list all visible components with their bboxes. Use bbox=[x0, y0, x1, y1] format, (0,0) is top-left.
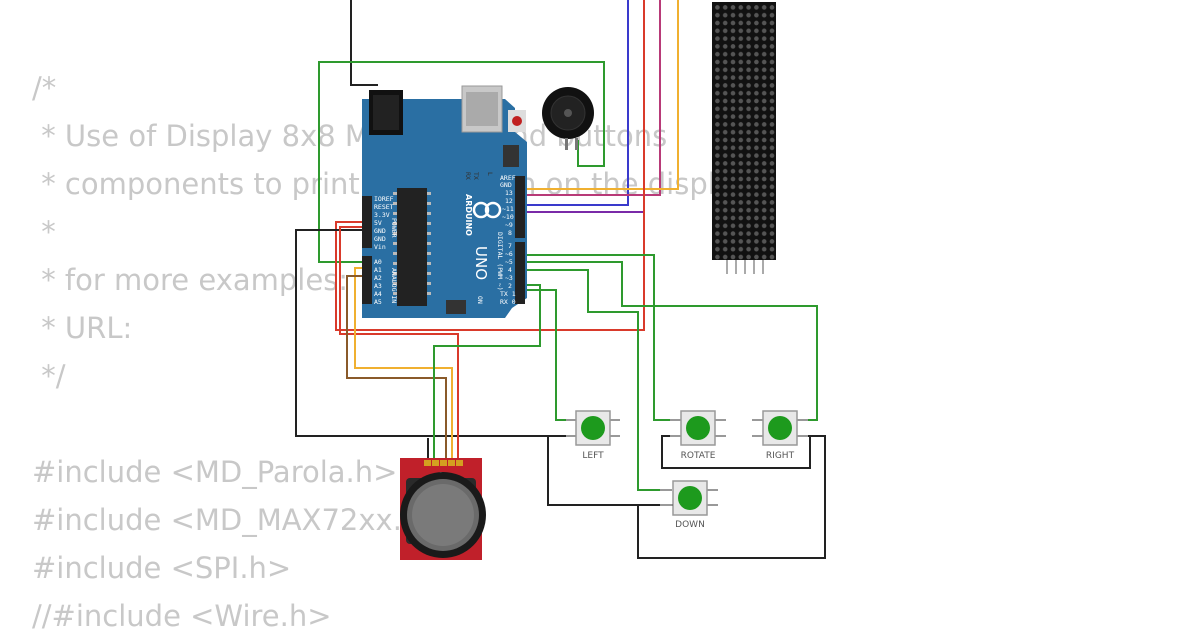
pin-label: GND bbox=[500, 181, 512, 189]
button-right[interactable]: RIGHT bbox=[752, 410, 808, 461]
wire-matrix-magenta[interactable] bbox=[519, 0, 661, 196]
wire-btn-gnd-1[interactable] bbox=[547, 435, 672, 506]
wire-btn-rotate[interactable] bbox=[519, 254, 682, 421]
pin-label: 2 bbox=[508, 282, 512, 290]
wire-matrix-blue[interactable] bbox=[519, 0, 629, 206]
pin-label: AREF bbox=[500, 174, 516, 182]
digital-header-bottom[interactable] bbox=[515, 242, 525, 304]
power-label: POWER bbox=[390, 218, 398, 238]
pin-label: ~5 bbox=[505, 258, 513, 266]
analog-pin-labels: A0 A1 A2 A3 A4 A5 bbox=[374, 258, 382, 306]
pin-label: TX 1 bbox=[500, 290, 516, 298]
pin-label: 7 bbox=[508, 242, 512, 250]
wire-5v-red[interactable] bbox=[335, 0, 645, 331]
pin-label: A3 bbox=[374, 282, 382, 290]
wire-gnd-black[interactable] bbox=[295, 229, 578, 437]
l-led-label: L bbox=[486, 172, 494, 176]
button-rotate[interactable]: ROTATE bbox=[670, 410, 726, 461]
button-down-label: DOWN bbox=[675, 520, 705, 530]
power-pin-labels: IOREF RESET 3.3V 5V GND GND Vin bbox=[374, 195, 394, 251]
button-rotate-label: ROTATE bbox=[681, 451, 716, 461]
wire-joy-orange[interactable] bbox=[354, 267, 453, 460]
tx-led-label: TX bbox=[472, 172, 480, 180]
wire-matrix-orange[interactable] bbox=[519, 0, 679, 190]
digital-label: DIGITAL (PWM ~) bbox=[496, 232, 504, 291]
buzzer-icon[interactable] bbox=[542, 87, 594, 150]
button-left[interactable]: LEFT bbox=[566, 410, 620, 461]
pin-label: 3.3V bbox=[374, 211, 390, 219]
wire-btn-gnd-3[interactable] bbox=[637, 435, 826, 559]
pin-label: ~9 bbox=[505, 221, 513, 229]
pin-label: GND bbox=[374, 235, 386, 243]
pin-label: 12 bbox=[505, 197, 513, 205]
pin-label: 4 bbox=[508, 266, 512, 274]
wire-joy-green[interactable] bbox=[433, 284, 541, 460]
wire-gnd-top[interactable] bbox=[350, 0, 378, 86]
pin-label: RESET bbox=[374, 203, 394, 211]
pin-label: 8 bbox=[508, 229, 512, 237]
button-left-label: LEFT bbox=[582, 451, 604, 461]
wire-buzzer-green[interactable] bbox=[318, 61, 605, 263]
arduino-uno[interactable]: IOREF RESET 3.3V 5V GND GND Vin A0 A1 A2… bbox=[362, 85, 527, 318]
rx-led-label: RX bbox=[464, 172, 472, 180]
pin-label: Vin bbox=[374, 243, 386, 251]
wire-joy-brown[interactable] bbox=[346, 275, 447, 460]
pin-label: ~3 bbox=[505, 274, 513, 282]
analog-header[interactable] bbox=[362, 256, 372, 304]
arduino-brand-text: ARDUINO bbox=[464, 194, 473, 236]
atmega-chip bbox=[397, 188, 427, 306]
power-header[interactable] bbox=[362, 196, 372, 248]
wire-btn-down[interactable] bbox=[519, 269, 672, 491]
wires bbox=[295, 0, 826, 559]
analog-in-label: ANALOG IN bbox=[390, 268, 398, 303]
pin-label: A4 bbox=[374, 290, 382, 298]
on-led-label: ON bbox=[476, 296, 484, 304]
pin-label: A1 bbox=[374, 266, 382, 274]
pin-label: 13 bbox=[505, 189, 513, 197]
digital-header-top[interactable] bbox=[515, 176, 525, 238]
wire-joy-red[interactable] bbox=[339, 226, 459, 460]
pin-label: RX 0 bbox=[500, 298, 516, 306]
arduino-model-text: UNO bbox=[472, 246, 490, 280]
pin-label: A2 bbox=[374, 274, 382, 282]
pin-label: IOREF bbox=[374, 195, 394, 203]
led-matrix-icon[interactable] bbox=[712, 2, 776, 274]
pin-label: ~11 bbox=[502, 205, 514, 213]
wire-btn-left[interactable] bbox=[519, 289, 578, 421]
button-right-label: RIGHT bbox=[766, 451, 795, 461]
joystick-icon[interactable] bbox=[400, 458, 486, 560]
pin-label: 5V bbox=[374, 219, 382, 227]
arduino-logo-icon bbox=[472, 201, 502, 219]
button-down[interactable]: DOWN bbox=[660, 480, 718, 530]
pin-label: A5 bbox=[374, 298, 382, 306]
pin-label: A0 bbox=[374, 258, 382, 266]
digital-top-pin-labels: AREF GND 13 12 ~11 ~10 ~9 8 bbox=[500, 174, 516, 237]
pin-label: ~6 bbox=[505, 250, 513, 258]
pin-label: GND bbox=[374, 227, 386, 235]
digital-bottom-pin-labels: 7 ~6 ~5 4 ~3 2 TX 1 RX 0 bbox=[500, 242, 516, 306]
wire-btn-right[interactable] bbox=[519, 261, 818, 421]
pin-label: ~10 bbox=[502, 213, 514, 221]
